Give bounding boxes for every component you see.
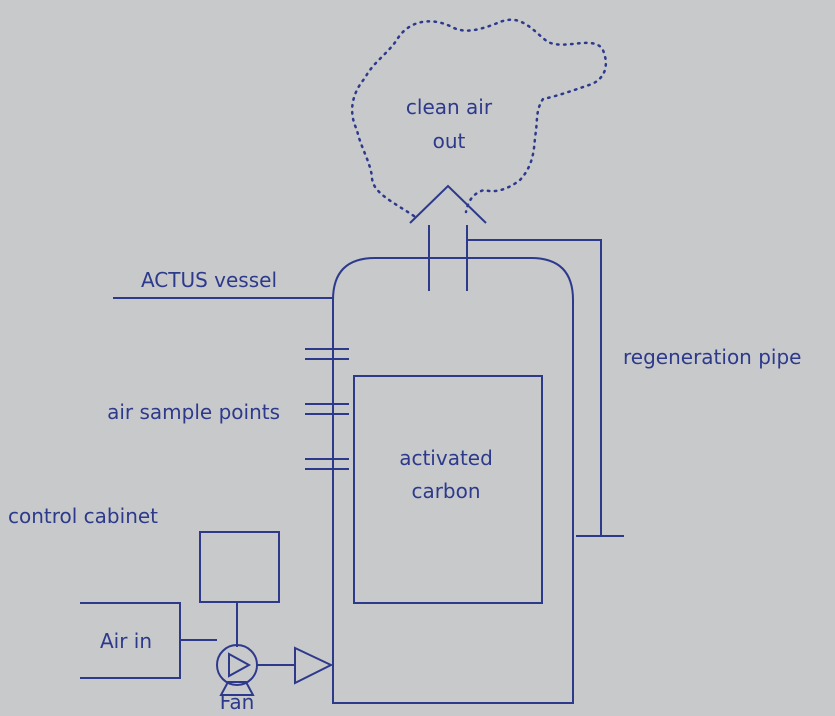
fan-direction-icon: [228, 652, 252, 678]
control-cabinet-label: control cabinet: [8, 504, 158, 528]
regeneration-pipe-label: regeneration pipe: [623, 345, 801, 369]
air-in-duct: [80, 602, 217, 641]
actus-vessel-body: [332, 257, 574, 704]
vent-cap: [409, 184, 487, 224]
control-cabinet-box: [199, 531, 280, 603]
air-in-duct-lower: [80, 640, 181, 679]
clean-air-cloud: [350, 18, 608, 218]
check-valve-icon: [294, 646, 334, 685]
air-sample-points: [305, 348, 349, 470]
regeneration-pipe: [467, 239, 602, 536]
activated-carbon-bed: [353, 375, 543, 604]
fan-stand-icon: [219, 681, 255, 696]
activated-carbon-label-2: carbon: [411, 479, 480, 503]
fan-label: Fan: [220, 690, 255, 714]
air-in-label: Air in: [100, 629, 152, 653]
air-sample-points-label: air sample points: [107, 400, 280, 424]
activated-carbon-label: activated: [399, 446, 493, 470]
clean-air-out-label: out: [433, 129, 466, 153]
clean-air-label: clean air: [406, 95, 493, 119]
actus-vessel-label: ACTUS vessel: [141, 268, 277, 292]
